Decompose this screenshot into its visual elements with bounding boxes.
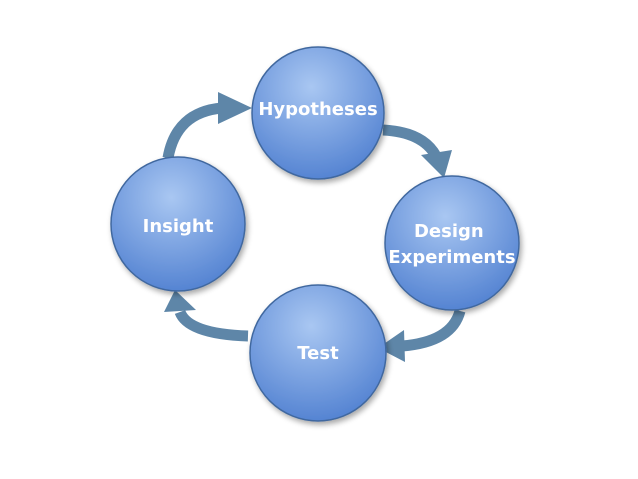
arrow-hypotheses-to-design-experiments [382,124,441,159]
node-design-experiments-label: Design Experiments [388,221,515,268]
node-test-circle [249,284,387,422]
node-hypotheses: Hypotheses [251,46,385,180]
node-insight-circle [110,156,246,292]
node-hypotheses-label: Hypotheses [258,99,377,120]
arrowhead-test-to-insight [164,290,196,312]
arrow-insight-to-hypotheses [162,102,223,160]
node-test: Test [249,284,387,422]
node-hypotheses-circle [251,46,385,180]
arrow-design-experiments-to-test [401,309,466,352]
node-design-experiments: Design Experiments [384,175,520,311]
node-insight-label: Insight [143,216,214,237]
arrowhead-insight-to-hypotheses [218,92,252,124]
node-test-label: Test [297,343,339,364]
arrowhead-design-experiments-to-test [378,330,405,362]
arrow-test-to-insight [174,309,249,342]
arrowhead-hypotheses-to-design-experiments [421,150,452,178]
cycle-arrows [162,92,466,362]
node-insight: Insight [110,156,246,292]
node-design-experiments-circle [384,175,520,311]
